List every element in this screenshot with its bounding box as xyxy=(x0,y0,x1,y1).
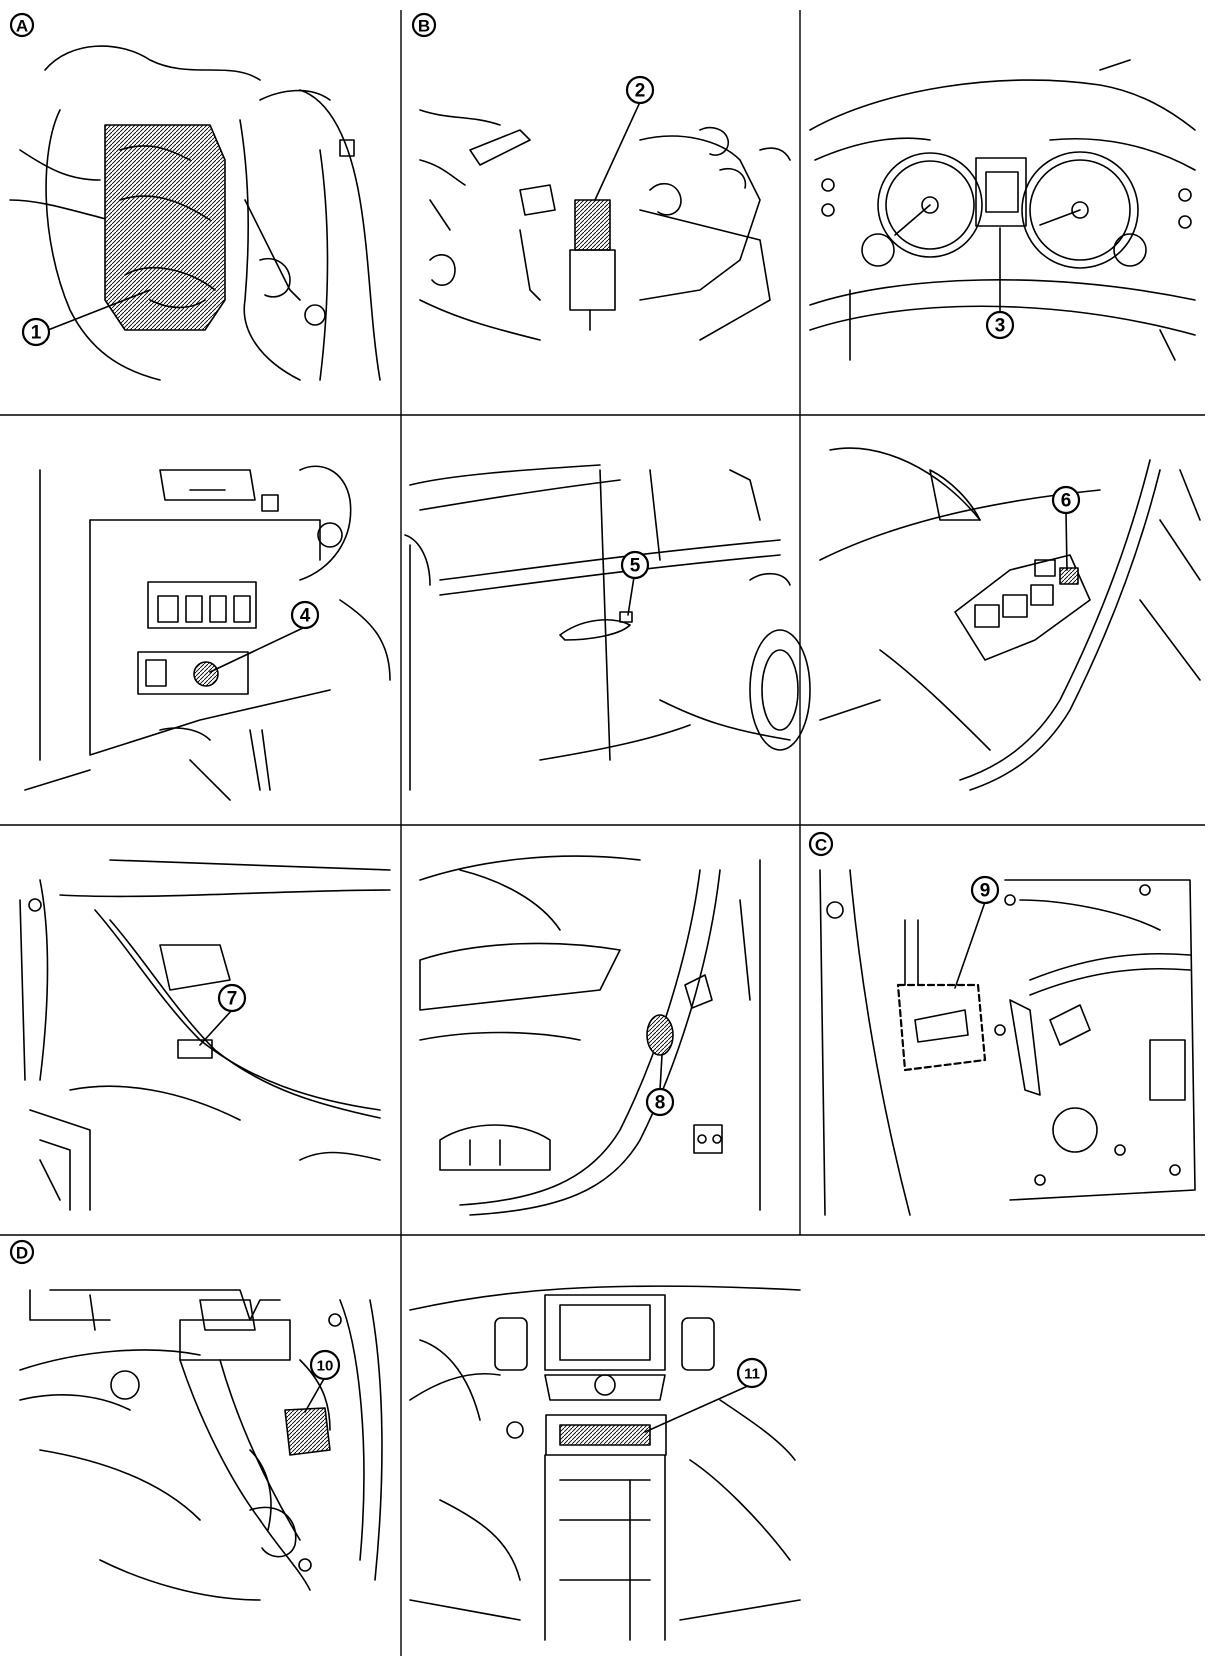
svg-text:6: 6 xyxy=(1061,491,1072,512)
svg-text:B: B xyxy=(418,17,430,36)
panel-a-illustration xyxy=(9,45,381,381)
panel-7-illustration xyxy=(19,859,391,1211)
svg-text:3: 3 xyxy=(995,316,1006,337)
panel-grid xyxy=(0,10,1205,1656)
svg-text:9: 9 xyxy=(980,881,991,902)
callout-4: 4 xyxy=(290,600,320,630)
svg-text:C: C xyxy=(815,836,827,855)
svg-text:2: 2 xyxy=(635,81,646,102)
panel-b-illustration xyxy=(419,109,791,341)
callout-1: 1 xyxy=(21,317,51,347)
panel-label-b: B xyxy=(411,12,437,38)
callout-7: 7 xyxy=(217,983,247,1013)
callout-11: 11 xyxy=(736,1357,768,1389)
svg-text:8: 8 xyxy=(655,1093,666,1114)
svg-text:4: 4 xyxy=(300,606,311,627)
callout-leaders xyxy=(47,101,1068,1433)
panel-label-d: D xyxy=(9,1239,35,1265)
callout-5: 5 xyxy=(620,550,650,580)
panel-label-a: A xyxy=(9,12,35,38)
panel-8-illustration xyxy=(419,855,761,1216)
panel-6-illustration xyxy=(819,447,1201,791)
svg-text:10: 10 xyxy=(317,1358,334,1375)
panel-c-illustration xyxy=(819,869,1196,1216)
callout-3: 3 xyxy=(985,310,1015,340)
panel-d-illustration xyxy=(19,1289,383,1601)
callout-2: 2 xyxy=(625,75,655,105)
panel-label-c: C xyxy=(808,831,834,857)
panel-11-illustration xyxy=(409,1285,801,1641)
svg-text:5: 5 xyxy=(630,556,641,577)
callout-6: 6 xyxy=(1051,485,1081,515)
svg-text:A: A xyxy=(16,17,28,36)
panel-5-illustration xyxy=(404,464,811,791)
svg-text:1: 1 xyxy=(31,323,42,344)
callout-8: 8 xyxy=(645,1087,675,1117)
callout-10: 10 xyxy=(309,1349,341,1381)
panel-4-illustration xyxy=(24,465,391,801)
callout-9: 9 xyxy=(970,875,1000,905)
svg-text:D: D xyxy=(16,1244,28,1263)
panel-3-illustration xyxy=(809,59,1196,361)
svg-text:7: 7 xyxy=(227,989,238,1010)
svg-text:11: 11 xyxy=(744,1366,760,1383)
